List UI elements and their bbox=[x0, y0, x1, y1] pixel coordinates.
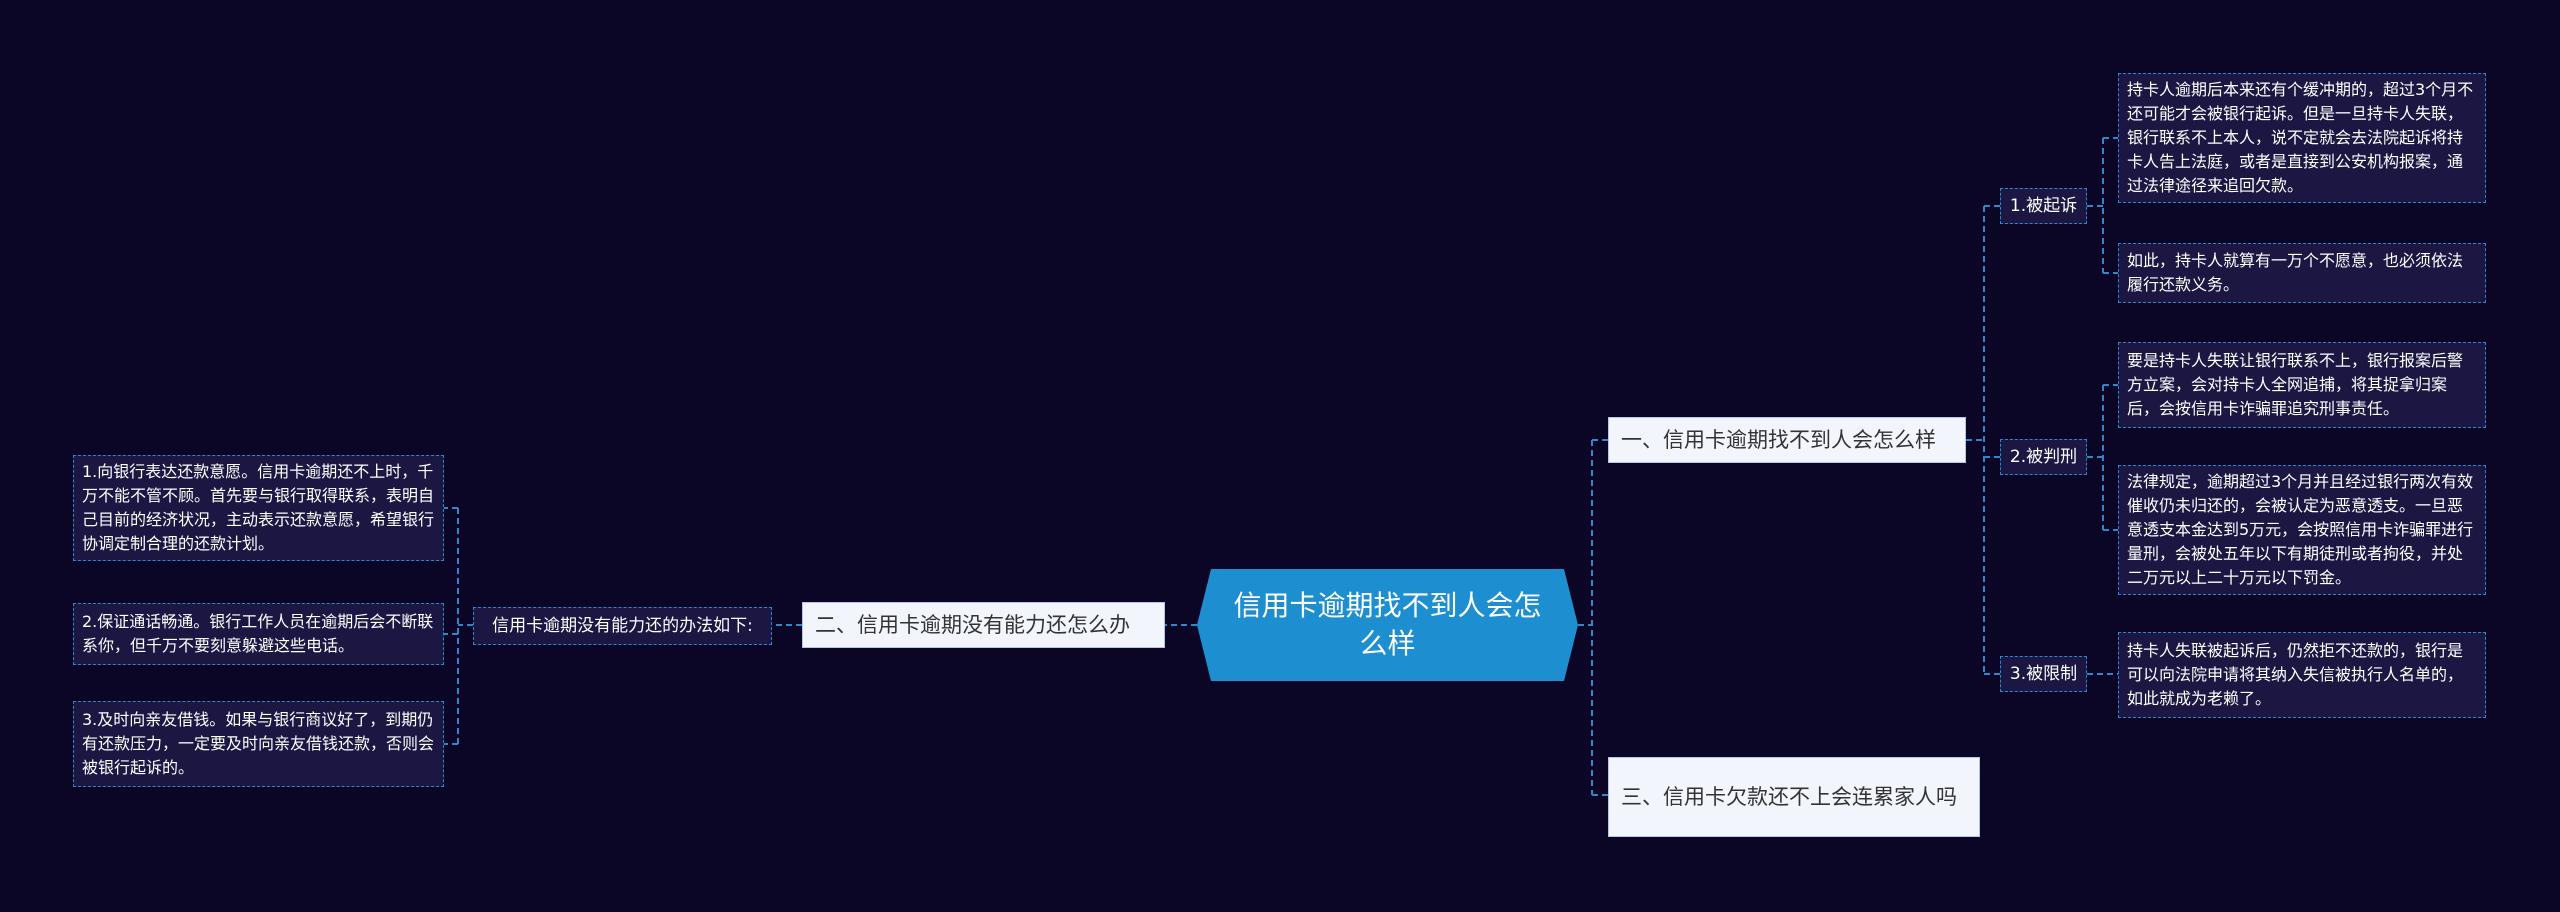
branch-1-sub-1-leaf-1[interactable]: 持卡人逾期后本来还有个缓冲期的，超过3个月不还可能才会被银行起诉。但是一旦持卡人… bbox=[2118, 73, 2486, 203]
branch-3-title: 三、信用卡欠款还不上会连累家人吗 bbox=[1621, 785, 1957, 809]
branch-1-sub-1[interactable]: 1.被起诉 bbox=[2000, 188, 2087, 224]
leaf-text: 1.向银行表达还款意愿。信用卡逾期还不上时，千万不能不管不顾。首先要与银行取得联… bbox=[82, 462, 435, 553]
branch-2-title: 二、信用卡逾期没有能力还怎么办 bbox=[815, 613, 1130, 637]
leaf-text: 3.及时向亲友借钱。如果与银行商议好了，到期仍有还款压力，一定要及时向亲友借钱还… bbox=[82, 710, 435, 777]
branch-1-sub-2-label: 2.被判刑 bbox=[2009, 447, 2078, 467]
branch-1-sub-3[interactable]: 3.被限制 bbox=[2000, 656, 2087, 692]
branch-2-sub-1-leaf-2[interactable]: 2.保证通话畅通。银行工作人员在逾期后会不断联系你，但千万不要刻意躲避这些电话。 bbox=[73, 603, 444, 665]
leaf-text: 持卡人逾期后本来还有个缓冲期的，超过3个月不还可能才会被银行起诉。但是一旦持卡人… bbox=[2127, 80, 2474, 195]
branch-1-sub-1-label: 1.被起诉 bbox=[2009, 196, 2078, 216]
leaf-text: 如此，持卡人就算有一万个不愿意，也必须依法履行还款义务。 bbox=[2127, 251, 2464, 294]
branch-3[interactable]: 三、信用卡欠款还不上会连累家人吗 bbox=[1608, 757, 1980, 837]
branch-1-title: 一、信用卡逾期找不到人会怎么样 bbox=[1621, 428, 1936, 452]
branch-1[interactable]: 一、信用卡逾期找不到人会怎么样 bbox=[1608, 417, 1966, 463]
branch-2-sub-1-label: 信用卡逾期没有能力还的办法如下: bbox=[492, 616, 753, 636]
branch-1-sub-2-leaf-1[interactable]: 要是持卡人失联让银行联系不上，银行报案后警方立案，会对持卡人全网追捕，将其捉拿归… bbox=[2118, 342, 2486, 428]
branch-2-sub-1-leaf-3[interactable]: 3.及时向亲友借钱。如果与银行商议好了，到期仍有还款压力，一定要及时向亲友借钱还… bbox=[73, 701, 444, 787]
leaf-text: 持卡人失联被起诉后，仍然拒不还款的，银行是可以向法院申请将其纳入失信被执行人名单… bbox=[2127, 641, 2464, 708]
leaf-text: 2.保证通话畅通。银行工作人员在逾期后会不断联系你，但千万不要刻意躲避这些电话。 bbox=[82, 612, 434, 655]
branch-2[interactable]: 二、信用卡逾期没有能力还怎么办 bbox=[802, 602, 1165, 648]
root-topic-text: 信用卡逾期找不到人会怎么样 bbox=[1233, 589, 1542, 660]
branch-2-sub-1[interactable]: 信用卡逾期没有能力还的办法如下: bbox=[473, 607, 772, 645]
branch-2-sub-1-leaf-1[interactable]: 1.向银行表达还款意愿。信用卡逾期还不上时，千万不能不管不顾。首先要与银行取得联… bbox=[73, 455, 444, 561]
root-topic[interactable]: 信用卡逾期找不到人会怎么样 bbox=[1197, 569, 1578, 681]
branch-1-sub-3-label: 3.被限制 bbox=[2009, 664, 2078, 684]
leaf-text: 法律规定，逾期超过3个月并且经过银行两次有效催收仍未归还的，会被认定为恶意透支。… bbox=[2127, 472, 2474, 587]
branch-1-sub-2[interactable]: 2.被判刑 bbox=[2000, 439, 2087, 475]
leaf-text: 要是持卡人失联让银行联系不上，银行报案后警方立案，会对持卡人全网追捕，将其捉拿归… bbox=[2127, 351, 2464, 418]
branch-1-sub-2-leaf-2[interactable]: 法律规定，逾期超过3个月并且经过银行两次有效催收仍未归还的，会被认定为恶意透支。… bbox=[2118, 465, 2486, 595]
branch-1-sub-1-leaf-2[interactable]: 如此，持卡人就算有一万个不愿意，也必须依法履行还款义务。 bbox=[2118, 243, 2486, 303]
branch-1-sub-3-leaf-1[interactable]: 持卡人失联被起诉后，仍然拒不还款的，银行是可以向法院申请将其纳入失信被执行人名单… bbox=[2118, 632, 2486, 718]
